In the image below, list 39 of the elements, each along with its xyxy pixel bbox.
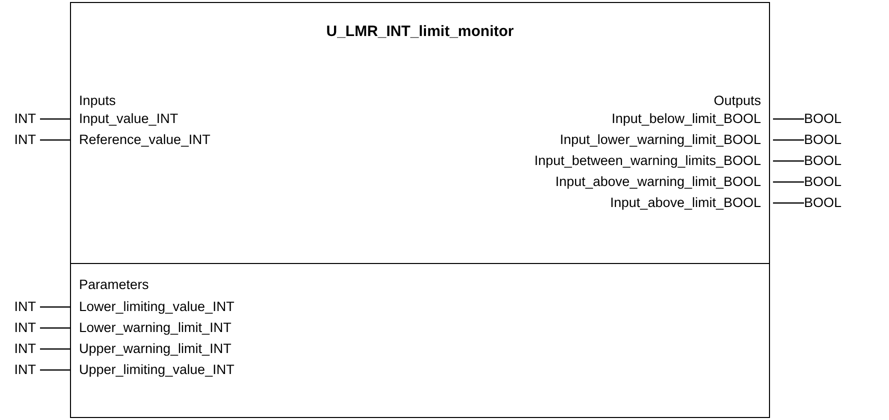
pin-name: Upper_warning_limit_INT: [71, 340, 232, 358]
connector-line: [40, 327, 71, 329]
block-section: [70, 263, 770, 418]
connector-line: [40, 139, 71, 141]
data-type: BOOL: [804, 173, 842, 191]
data-type: INT: [14, 110, 36, 128]
pin-name: Lower_warning_limit_INT: [71, 319, 232, 337]
pin-name: Input_lower_warning_limit_BOOL: [560, 131, 769, 149]
pin-name: Lower_limiting_value_INT: [71, 298, 234, 316]
data-type: INT: [14, 131, 36, 149]
block-title: U_LMR_INT_limit_monitor: [326, 23, 514, 41]
data-type: INT: [14, 298, 36, 316]
section-heading: Parameters: [79, 276, 149, 294]
pin-name: Reference_value_INT: [71, 131, 210, 149]
section-heading: Outputs: [714, 92, 761, 110]
section-heading: Inputs: [79, 92, 116, 110]
pin-name: Input_between_warning_limits_BOOL: [534, 152, 769, 170]
data-type: INT: [14, 319, 36, 337]
connector-line: [773, 160, 804, 162]
connector-line: [773, 181, 804, 183]
pin-name: Input_below_limit_BOOL: [612, 110, 769, 128]
connector-line: [773, 202, 804, 204]
pin-name: Input_value_INT: [71, 110, 178, 128]
data-type: BOOL: [804, 152, 842, 170]
connector-line: [773, 118, 804, 120]
pin-name: Upper_limiting_value_INT: [71, 361, 234, 379]
connector-line: [40, 369, 71, 371]
data-type: BOOL: [804, 131, 842, 149]
connector-line: [40, 348, 71, 350]
pin-name: Input_above_warning_limit_BOOL: [555, 173, 769, 191]
connector-line: [40, 118, 71, 120]
connector-line: [40, 306, 71, 308]
connector-line: [773, 139, 804, 141]
data-type: INT: [14, 340, 36, 358]
data-type: INT: [14, 361, 36, 379]
pin-name: Input_above_limit_BOOL: [610, 194, 769, 212]
block-section: [70, 2, 770, 264]
data-type: BOOL: [804, 110, 842, 128]
data-type: BOOL: [804, 194, 842, 212]
